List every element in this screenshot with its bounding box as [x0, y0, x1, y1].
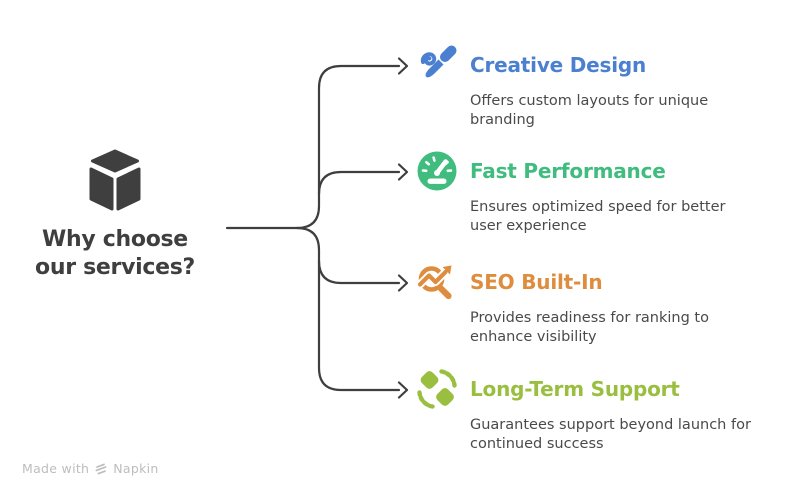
item-description: Guarantees support beyond launch for con…: [470, 417, 751, 452]
item-description: Offers custom layouts for unique brandin…: [470, 93, 709, 128]
item-title: Fast Performance: [470, 159, 666, 183]
item-creative-design: Creative Design Offers custom layouts fo…: [416, 44, 776, 130]
root-title: Why choose our services?: [6, 226, 224, 282]
item-description: Ensures optimized speed for better user …: [470, 199, 726, 234]
watermark: Made with Napkin: [22, 461, 159, 476]
root-title-line2: our services?: [35, 255, 195, 280]
watermark-brand: Napkin: [113, 461, 159, 476]
gears-icon: [417, 369, 457, 409]
item-seo-built-in: SEO Built-In Provides readiness for rank…: [416, 261, 776, 347]
speedometer-icon: [417, 151, 457, 191]
item-long-term-support: Long-Term Support Guarantees support bey…: [416, 368, 776, 454]
root-title-line1: Why choose: [42, 227, 188, 252]
cube-icon: [89, 149, 141, 211]
magnifier-trend-icon: [416, 265, 452, 300]
watermark-prefix: Made with: [22, 461, 90, 476]
item-title: SEO Built-In: [470, 270, 603, 294]
item-title: Long-Term Support: [470, 377, 680, 401]
item-title: Creative Design: [470, 53, 647, 77]
paintbrush-icon: [420, 45, 457, 78]
item-description: Provides readiness for ranking to enhanc…: [470, 310, 709, 345]
napkin-logo-icon: [95, 463, 107, 474]
item-fast-performance: Fast Performance Ensures optimized speed…: [416, 150, 776, 236]
